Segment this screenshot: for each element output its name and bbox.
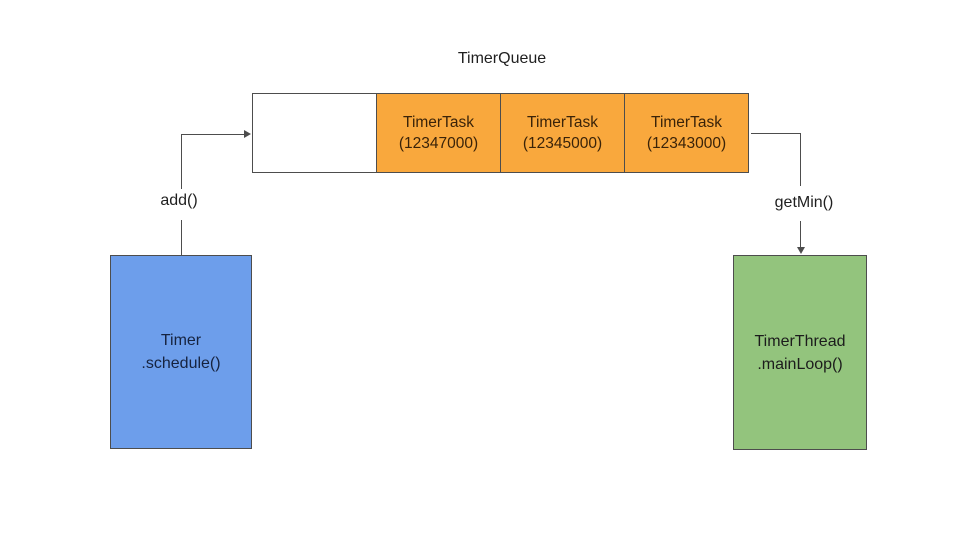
add-edge-vertical-lower: [181, 220, 182, 255]
queue-cell-3-time: (12343000): [646, 135, 727, 152]
queue-cell-timertask-3: TimerTask (12343000): [624, 93, 749, 173]
queue-cell-3-name: TimerTask: [651, 114, 722, 131]
getmin-edge-vertical-upper: [800, 133, 801, 186]
arrow-right-icon: [244, 130, 251, 138]
timerthread-mainloop-line1: TimerThread: [754, 332, 846, 350]
arrow-down-icon: [797, 247, 805, 254]
timerthread-mainloop-line2: .mainLoop(): [757, 355, 843, 373]
queue-cell-1-name: TimerTask: [403, 114, 474, 131]
add-edge-label: add(): [160, 192, 198, 209]
add-edge-vertical-upper: [181, 134, 182, 189]
timer-queue-title: TimerQueue: [457, 50, 547, 67]
timer-schedule-line2: .schedule(): [141, 355, 221, 372]
timer-schedule-line1: Timer: [160, 332, 202, 349]
queue-cell-1-time: (12347000): [398, 135, 479, 152]
queue-cell-timertask-2: TimerTask (12345000): [500, 93, 625, 173]
getmin-edge-vertical-lower: [800, 221, 801, 248]
timer-schedule-box: Timer .schedule(): [110, 255, 252, 449]
getmin-edge-horizontal: [751, 133, 801, 134]
queue-cell-timertask-1: TimerTask (12347000): [376, 93, 501, 173]
timer-queue-row: TimerTask (12347000) TimerTask (12345000…: [252, 93, 749, 173]
queue-cell-2-time: (12345000): [522, 135, 603, 152]
queue-slot-empty: [252, 93, 377, 173]
add-edge-horizontal: [181, 134, 244, 135]
getmin-edge-label: getMin(): [774, 194, 834, 211]
timerthread-mainloop-box: TimerThread .mainLoop(): [733, 255, 867, 450]
queue-cell-2-name: TimerTask: [527, 114, 598, 131]
